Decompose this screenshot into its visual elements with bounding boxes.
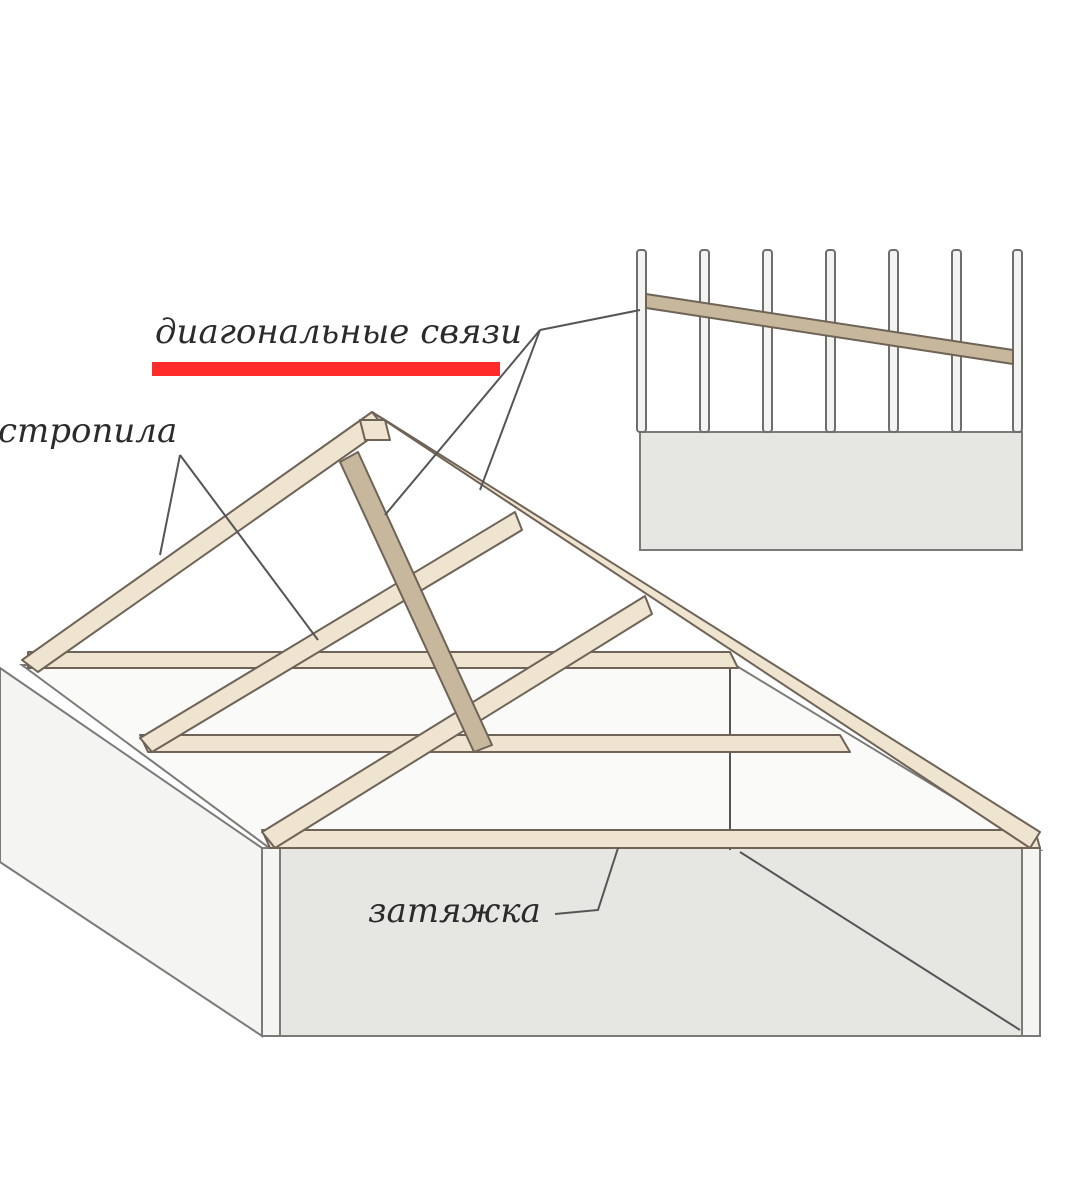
leader-diagonal-ridge xyxy=(479,329,541,491)
label-diagonal-braces: диагональные связи xyxy=(155,312,522,352)
leader-rafter-left xyxy=(159,454,181,556)
wall-corner-right xyxy=(1021,847,1041,1037)
tie-beam-middle xyxy=(139,734,851,753)
wall-interior-line xyxy=(739,851,1021,1031)
building-walls xyxy=(0,664,1044,1038)
inset-post xyxy=(636,249,647,433)
rafter-right-long xyxy=(371,411,1041,849)
roof-frame xyxy=(21,411,1041,849)
inset-post xyxy=(1012,249,1023,433)
inset-post xyxy=(699,249,710,433)
label-tie-beam: затяжка xyxy=(368,891,541,931)
inset-wall xyxy=(639,431,1023,551)
diagonal-brace xyxy=(339,451,493,753)
rafter-left-middle xyxy=(139,511,523,753)
inset-post xyxy=(825,249,836,433)
tie-beam-back xyxy=(27,651,739,669)
wall-corner-left xyxy=(261,847,281,1037)
tie-beam-front xyxy=(261,829,1041,849)
ridge-connector xyxy=(359,419,391,441)
inset-diagonal-brace xyxy=(645,293,1014,365)
inset-detail xyxy=(636,249,1023,551)
inset-posts xyxy=(636,249,1023,433)
wall-front-face xyxy=(261,847,1041,1037)
leader-tie-beam xyxy=(554,847,619,915)
leader-lines xyxy=(159,309,641,915)
label-rafters: стропила xyxy=(0,411,177,451)
leader-rafter-middle xyxy=(179,454,319,641)
leader-diagonal-inset xyxy=(539,309,641,331)
inset-post xyxy=(762,249,773,433)
leader-diagonal-brace xyxy=(384,329,541,516)
highlight-underline xyxy=(152,362,500,376)
rafter-left-front xyxy=(261,595,653,849)
